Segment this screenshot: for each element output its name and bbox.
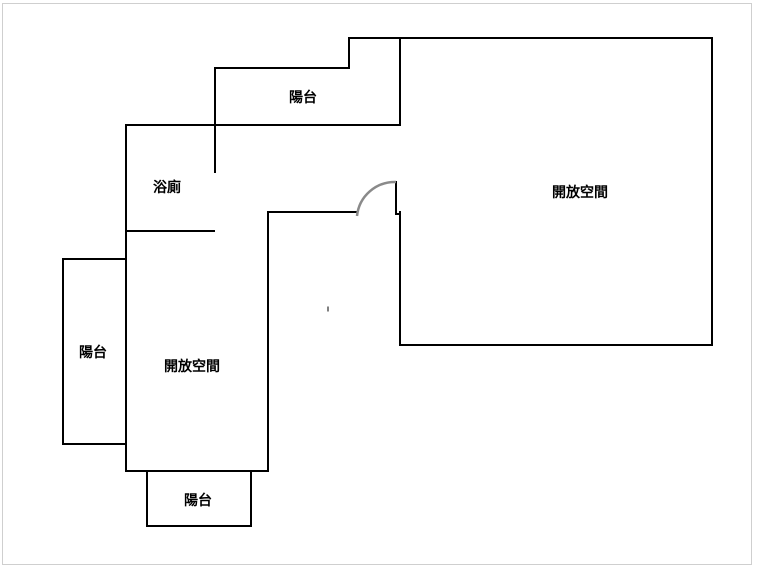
label-balcony-left: 陽台	[79, 344, 107, 361]
door-swing-arc	[355, 180, 397, 217]
label-bathroom: 浴廁	[153, 179, 181, 196]
label-balcony-bottom: 陽台	[184, 492, 212, 509]
label-balcony-top: 陽台	[289, 89, 317, 106]
wall-bottom-balcony	[146, 470, 252, 527]
wall-right-open-space	[399, 37, 713, 346]
wall-right-door-jamb	[395, 181, 401, 215]
label-open-space-left: 開放空間	[164, 358, 220, 375]
label-open-space-right: 開放空間	[552, 184, 608, 201]
wall-top-balcony	[214, 37, 401, 173]
wall-left-balcony	[62, 258, 127, 445]
wall-corridor	[125, 211, 358, 472]
